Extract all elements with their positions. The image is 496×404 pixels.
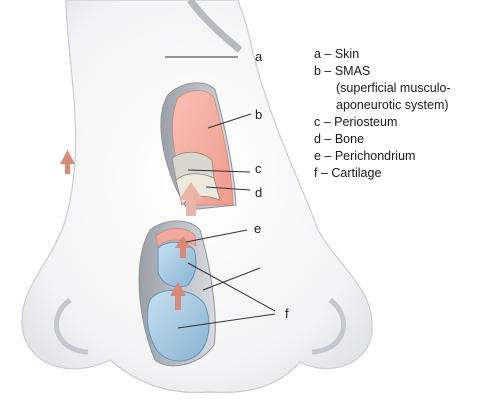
leader-line-f2: [202, 267, 261, 291]
legend: a – Skin b – SMAS (superficial musculo- …: [314, 46, 494, 182]
leader-line-e: [185, 229, 248, 243]
callout-b: b: [255, 107, 262, 122]
callout-f: f: [285, 306, 289, 321]
leader-line-b: [207, 113, 252, 129]
callout-a: a: [255, 49, 263, 64]
arrow-up-cartilage-icon: [175, 236, 191, 258]
leader-line-d: [205, 186, 251, 191]
bridge-shadow: [187, 0, 243, 53]
leader-lines: [165, 56, 276, 329]
leader-line-f3: [177, 313, 276, 329]
nostril-left-shadow: [53, 297, 89, 355]
legend-entry-smas-detail-1: (superficial musculo-: [336, 81, 451, 95]
upper-lateral-cartilage: [157, 241, 197, 288]
perichondrium-layer: [155, 228, 197, 247]
lower-lateral-cartilage: [146, 289, 210, 362]
nostril-right-shadow: [311, 297, 347, 355]
legend-entry-perichondrium: e – Perichondrium: [314, 149, 416, 163]
legend-entry-bone: d – Bone: [314, 132, 365, 146]
callout-e: e: [254, 221, 261, 236]
legend-entry-smas-detail-2: aponeurotic system): [336, 98, 449, 112]
legend-entry-cartilage: f – Cartilage: [314, 166, 382, 180]
legend-entry-skin: a – Skin: [314, 47, 360, 61]
arrow-up-large-icon: [179, 182, 203, 216]
legend-entry-smas: b – SMAS: [314, 64, 371, 78]
arrow-up-cartilage-lower-icon: [170, 282, 186, 310]
leader-line-f1: [187, 262, 276, 312]
callout-c: c: [255, 161, 262, 176]
callout-d: d: [255, 185, 262, 200]
arrow-up-icon: [60, 150, 75, 174]
legend-entry-periosteum: c – Periosteum: [314, 115, 398, 129]
leader-line-c: [187, 169, 251, 173]
